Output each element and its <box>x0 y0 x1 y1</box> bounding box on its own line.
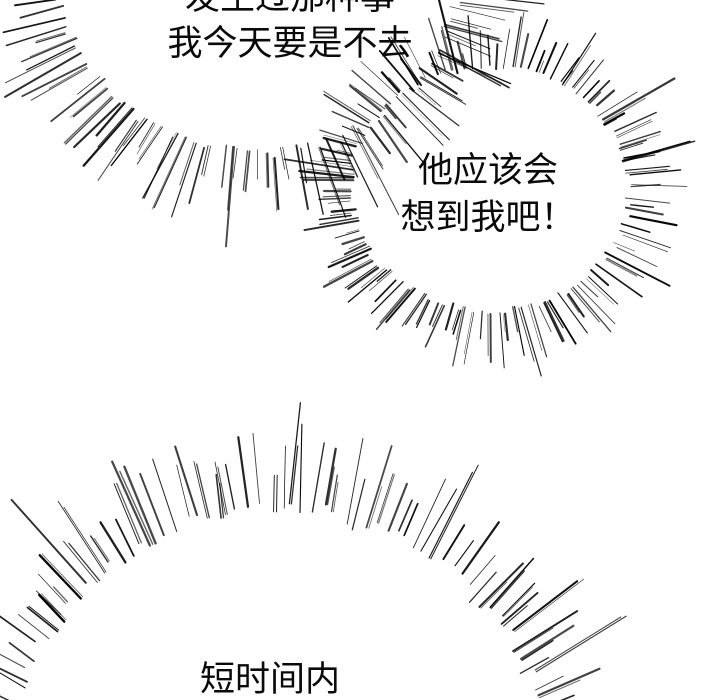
speech-line: 发生过那种事 <box>167 0 412 21</box>
burst-bubble-bottom-outline <box>0 402 627 700</box>
speech-line: 想到我吧！ <box>400 198 576 237</box>
speech-bubble-top-left-text: 发生过那种事 我今天要是不去 <box>167 0 412 67</box>
speech-line: 他应该会 <box>417 151 559 190</box>
burst-bubble-right-outline <box>283 0 696 377</box>
speech-line: 短时间内 <box>199 660 341 699</box>
speech-bubble-bottom-text: 短时间内 <box>200 657 340 700</box>
speech-line: 我今天要是不去 <box>167 24 413 63</box>
speech-bubble-right-text: 他应该会 想到我吧！ <box>400 147 575 241</box>
